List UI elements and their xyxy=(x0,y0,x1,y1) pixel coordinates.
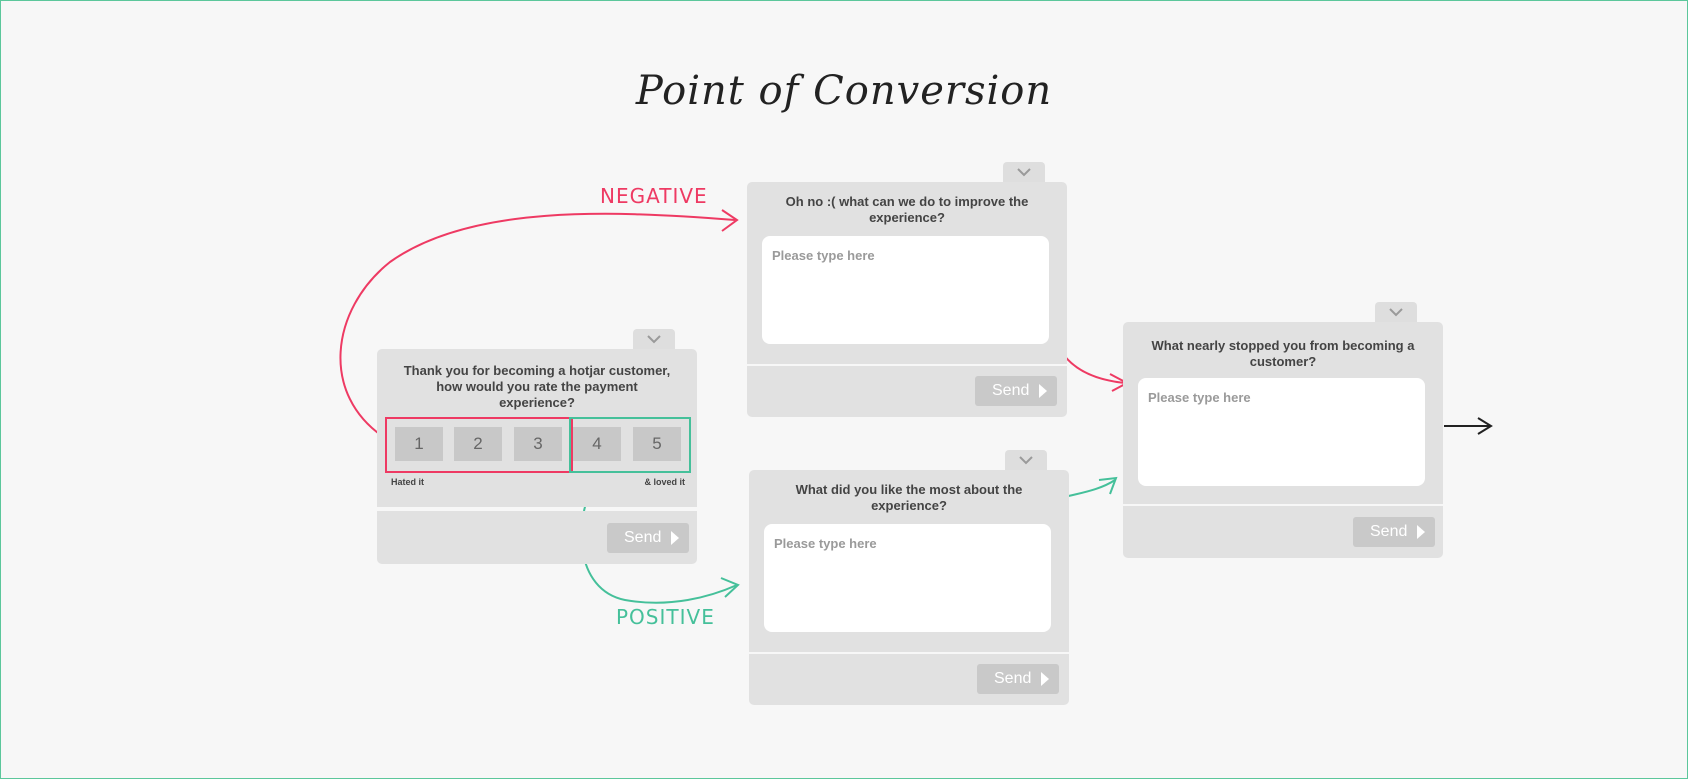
final-question: What nearly stopped you from becoming a … xyxy=(1151,338,1415,369)
send-button-label: Send xyxy=(994,670,1032,687)
negative-widget-footer: Send xyxy=(747,366,1067,417)
send-button[interactable]: Send xyxy=(607,523,689,553)
rating-option-1[interactable]: 1 xyxy=(395,427,443,461)
negative-range-box xyxy=(385,417,573,473)
play-triangle-icon xyxy=(1417,525,1425,539)
send-button[interactable]: Send xyxy=(975,376,1057,406)
send-button-label: Send xyxy=(1370,523,1408,540)
negative-question: Oh no :( what can we do to improve the e… xyxy=(785,194,1029,225)
send-button[interactable]: Send xyxy=(1353,517,1435,547)
chevron-down-icon xyxy=(647,335,661,344)
collapse-tab[interactable] xyxy=(1003,162,1045,182)
final-widget-footer: Send xyxy=(1123,506,1443,558)
rating-option-3[interactable]: 3 xyxy=(514,427,562,461)
final-feedback-placeholder: Please type here xyxy=(1148,390,1251,405)
collapse-tab[interactable] xyxy=(633,329,675,349)
rating-widget-footer: Send xyxy=(377,511,697,564)
positive-widget-footer: Send xyxy=(749,654,1069,705)
negative-feedback-placeholder: Please type here xyxy=(772,248,875,263)
send-button-label: Send xyxy=(624,529,662,546)
play-triangle-icon xyxy=(1039,384,1047,398)
rating-low-label: Hated it xyxy=(391,477,425,487)
rating-question: Thank you for becoming a hotjar customer… xyxy=(403,363,671,410)
chevron-down-icon xyxy=(1017,168,1031,177)
rating-widget: Thank you for becoming a hotjar customer… xyxy=(377,329,697,564)
play-triangle-icon xyxy=(671,531,679,545)
positive-feedback-field[interactable]: Please type here xyxy=(764,524,1051,632)
negative-widget-body: Oh no :( what can we do to improve the e… xyxy=(747,182,1067,364)
final-widget: What nearly stopped you from becoming a … xyxy=(1123,302,1443,558)
rating-high-label: & loved it xyxy=(644,477,685,487)
collapse-tab[interactable] xyxy=(1375,302,1417,322)
final-widget-body: What nearly stopped you from becoming a … xyxy=(1123,322,1443,504)
final-feedback-field[interactable]: Please type here xyxy=(1138,378,1425,486)
positive-widget-body: What did you like the most about the exp… xyxy=(749,470,1069,652)
positive-widget: What did you like the most about the exp… xyxy=(749,450,1069,705)
diagram-title: Point of Conversion xyxy=(635,68,1053,114)
rating-option-2[interactable]: 2 xyxy=(454,427,502,461)
positive-range-box xyxy=(569,417,691,473)
negative-widget: Oh no :( what can we do to improve the e… xyxy=(747,162,1067,417)
chevron-down-icon xyxy=(1019,456,1033,465)
positive-label: POSITIVE xyxy=(616,605,715,629)
chevron-down-icon xyxy=(1389,308,1403,317)
send-button[interactable]: Send xyxy=(977,664,1059,694)
rating-option-4[interactable]: 4 xyxy=(573,427,621,461)
positive-feedback-placeholder: Please type here xyxy=(774,536,877,551)
negative-feedback-field[interactable]: Please type here xyxy=(762,236,1049,344)
positive-question: What did you like the most about the exp… xyxy=(795,482,1023,513)
play-triangle-icon xyxy=(1041,672,1049,686)
collapse-tab[interactable] xyxy=(1005,450,1047,470)
send-button-label: Send xyxy=(992,382,1030,399)
rating-option-5[interactable]: 5 xyxy=(633,427,681,461)
negative-label: NEGATIVE xyxy=(600,184,708,208)
